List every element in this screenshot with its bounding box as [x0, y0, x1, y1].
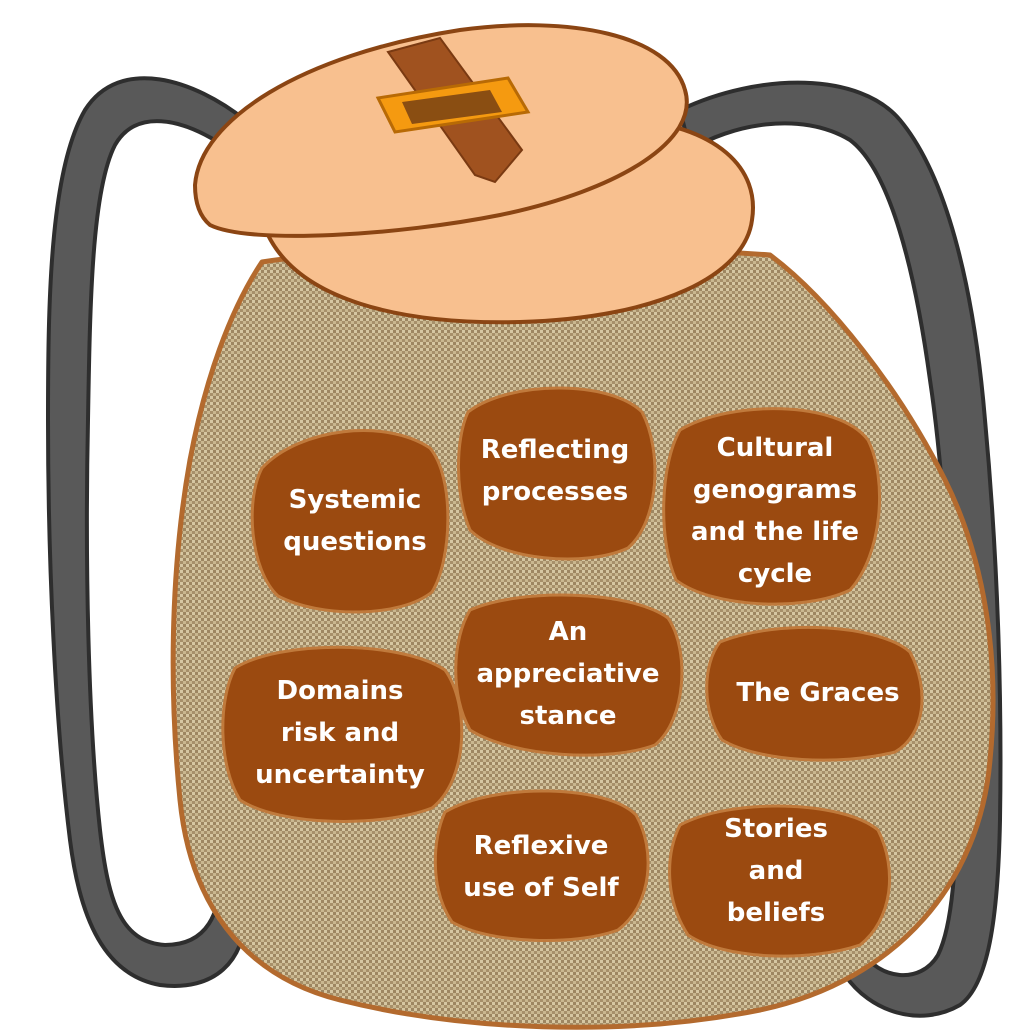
- stone-label-line: beliefs: [727, 898, 826, 928]
- stone-label-line: The Graces: [736, 678, 899, 708]
- stone-reflecting-processes: Reflecting processes: [458, 388, 654, 559]
- stone-label-line: Systemic: [289, 485, 422, 515]
- stone-label-line: uncertainty: [255, 760, 425, 790]
- stone-cultural-genograms: Cultural genograms and the life cycle: [664, 409, 880, 605]
- stone-label-line: and the life: [691, 517, 859, 547]
- stone-domains-risk: Domains risk and uncertainty: [223, 647, 462, 821]
- stone-label-line: An: [549, 617, 588, 647]
- stone-label-line: Reflexive: [474, 831, 609, 861]
- stone-label-line: Stories: [724, 814, 828, 844]
- stone-label-line: stance: [519, 701, 616, 731]
- stone-reflexive-self: Reflexive use of Self: [435, 791, 648, 941]
- stone-label-line: questions: [283, 527, 426, 557]
- stone-label-line: processes: [482, 477, 628, 507]
- stone-label-line: Domains: [277, 676, 404, 706]
- stone-shape: [435, 791, 648, 941]
- stone-label-line: and: [749, 856, 804, 886]
- stone-label-line: use of Self: [463, 873, 619, 903]
- stone-label-line: appreciative: [476, 659, 659, 689]
- stone-label-line: cycle: [738, 559, 812, 589]
- stone-label-line: Reflecting: [481, 435, 629, 465]
- stone-label-line: genograms: [693, 475, 857, 505]
- stone-shape: [252, 431, 448, 612]
- stone-the-graces: The Graces: [707, 627, 922, 760]
- stone-systemic-questions: Systemic questions: [252, 431, 448, 612]
- stone-stories-beliefs: Stories and beliefs: [670, 806, 890, 956]
- stone-label-line: Cultural: [717, 433, 834, 463]
- stone-appreciative-stance: An appreciative stance: [456, 595, 682, 755]
- stone-shape: [458, 388, 654, 559]
- stone-label-line: risk and: [281, 718, 399, 748]
